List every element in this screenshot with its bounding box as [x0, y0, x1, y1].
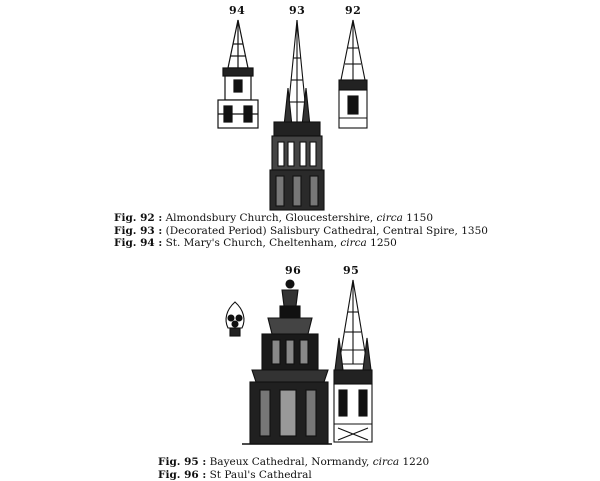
- figure-number-95: 95: [343, 264, 360, 277]
- caption-fig94: Fig. 94 : St. Mary's Church, Cheltenham,…: [114, 237, 397, 249]
- caption-group-top: Fig. 92 : Almondsbury Church, Gloucester…: [114, 212, 488, 250]
- caption-fig93: Fig. 93 : (Decorated Period) Salisbury C…: [114, 224, 488, 237]
- tower-illustration-fig96: [242, 279, 332, 445]
- spire-illustration-fig93: [269, 19, 325, 211]
- finial-ornament-icon: [225, 301, 245, 337]
- caption-fig95: Fig. 95 : Bayeux Cathedral, Normandy, ci…: [158, 456, 430, 468]
- spire-illustration-fig92: [338, 19, 368, 129]
- spire-illustration-fig95: [333, 279, 373, 443]
- spire-illustration-fig94: [217, 19, 259, 129]
- figure-number-94: 94: [229, 4, 246, 17]
- caption-fig92: Fig. 92 : Almondsbury Church, Gloucester…: [114, 212, 434, 224]
- caption-fig96: Fig. 96 : St Paul's Cathedral: [158, 468, 312, 481]
- figure-number-93: 93: [289, 4, 306, 17]
- caption-group-bottom: Fig. 95 : Bayeux Cathedral, Normandy, ci…: [158, 456, 429, 481]
- figure-number-92: 92: [345, 4, 362, 17]
- figure-number-96: 96: [285, 264, 302, 277]
